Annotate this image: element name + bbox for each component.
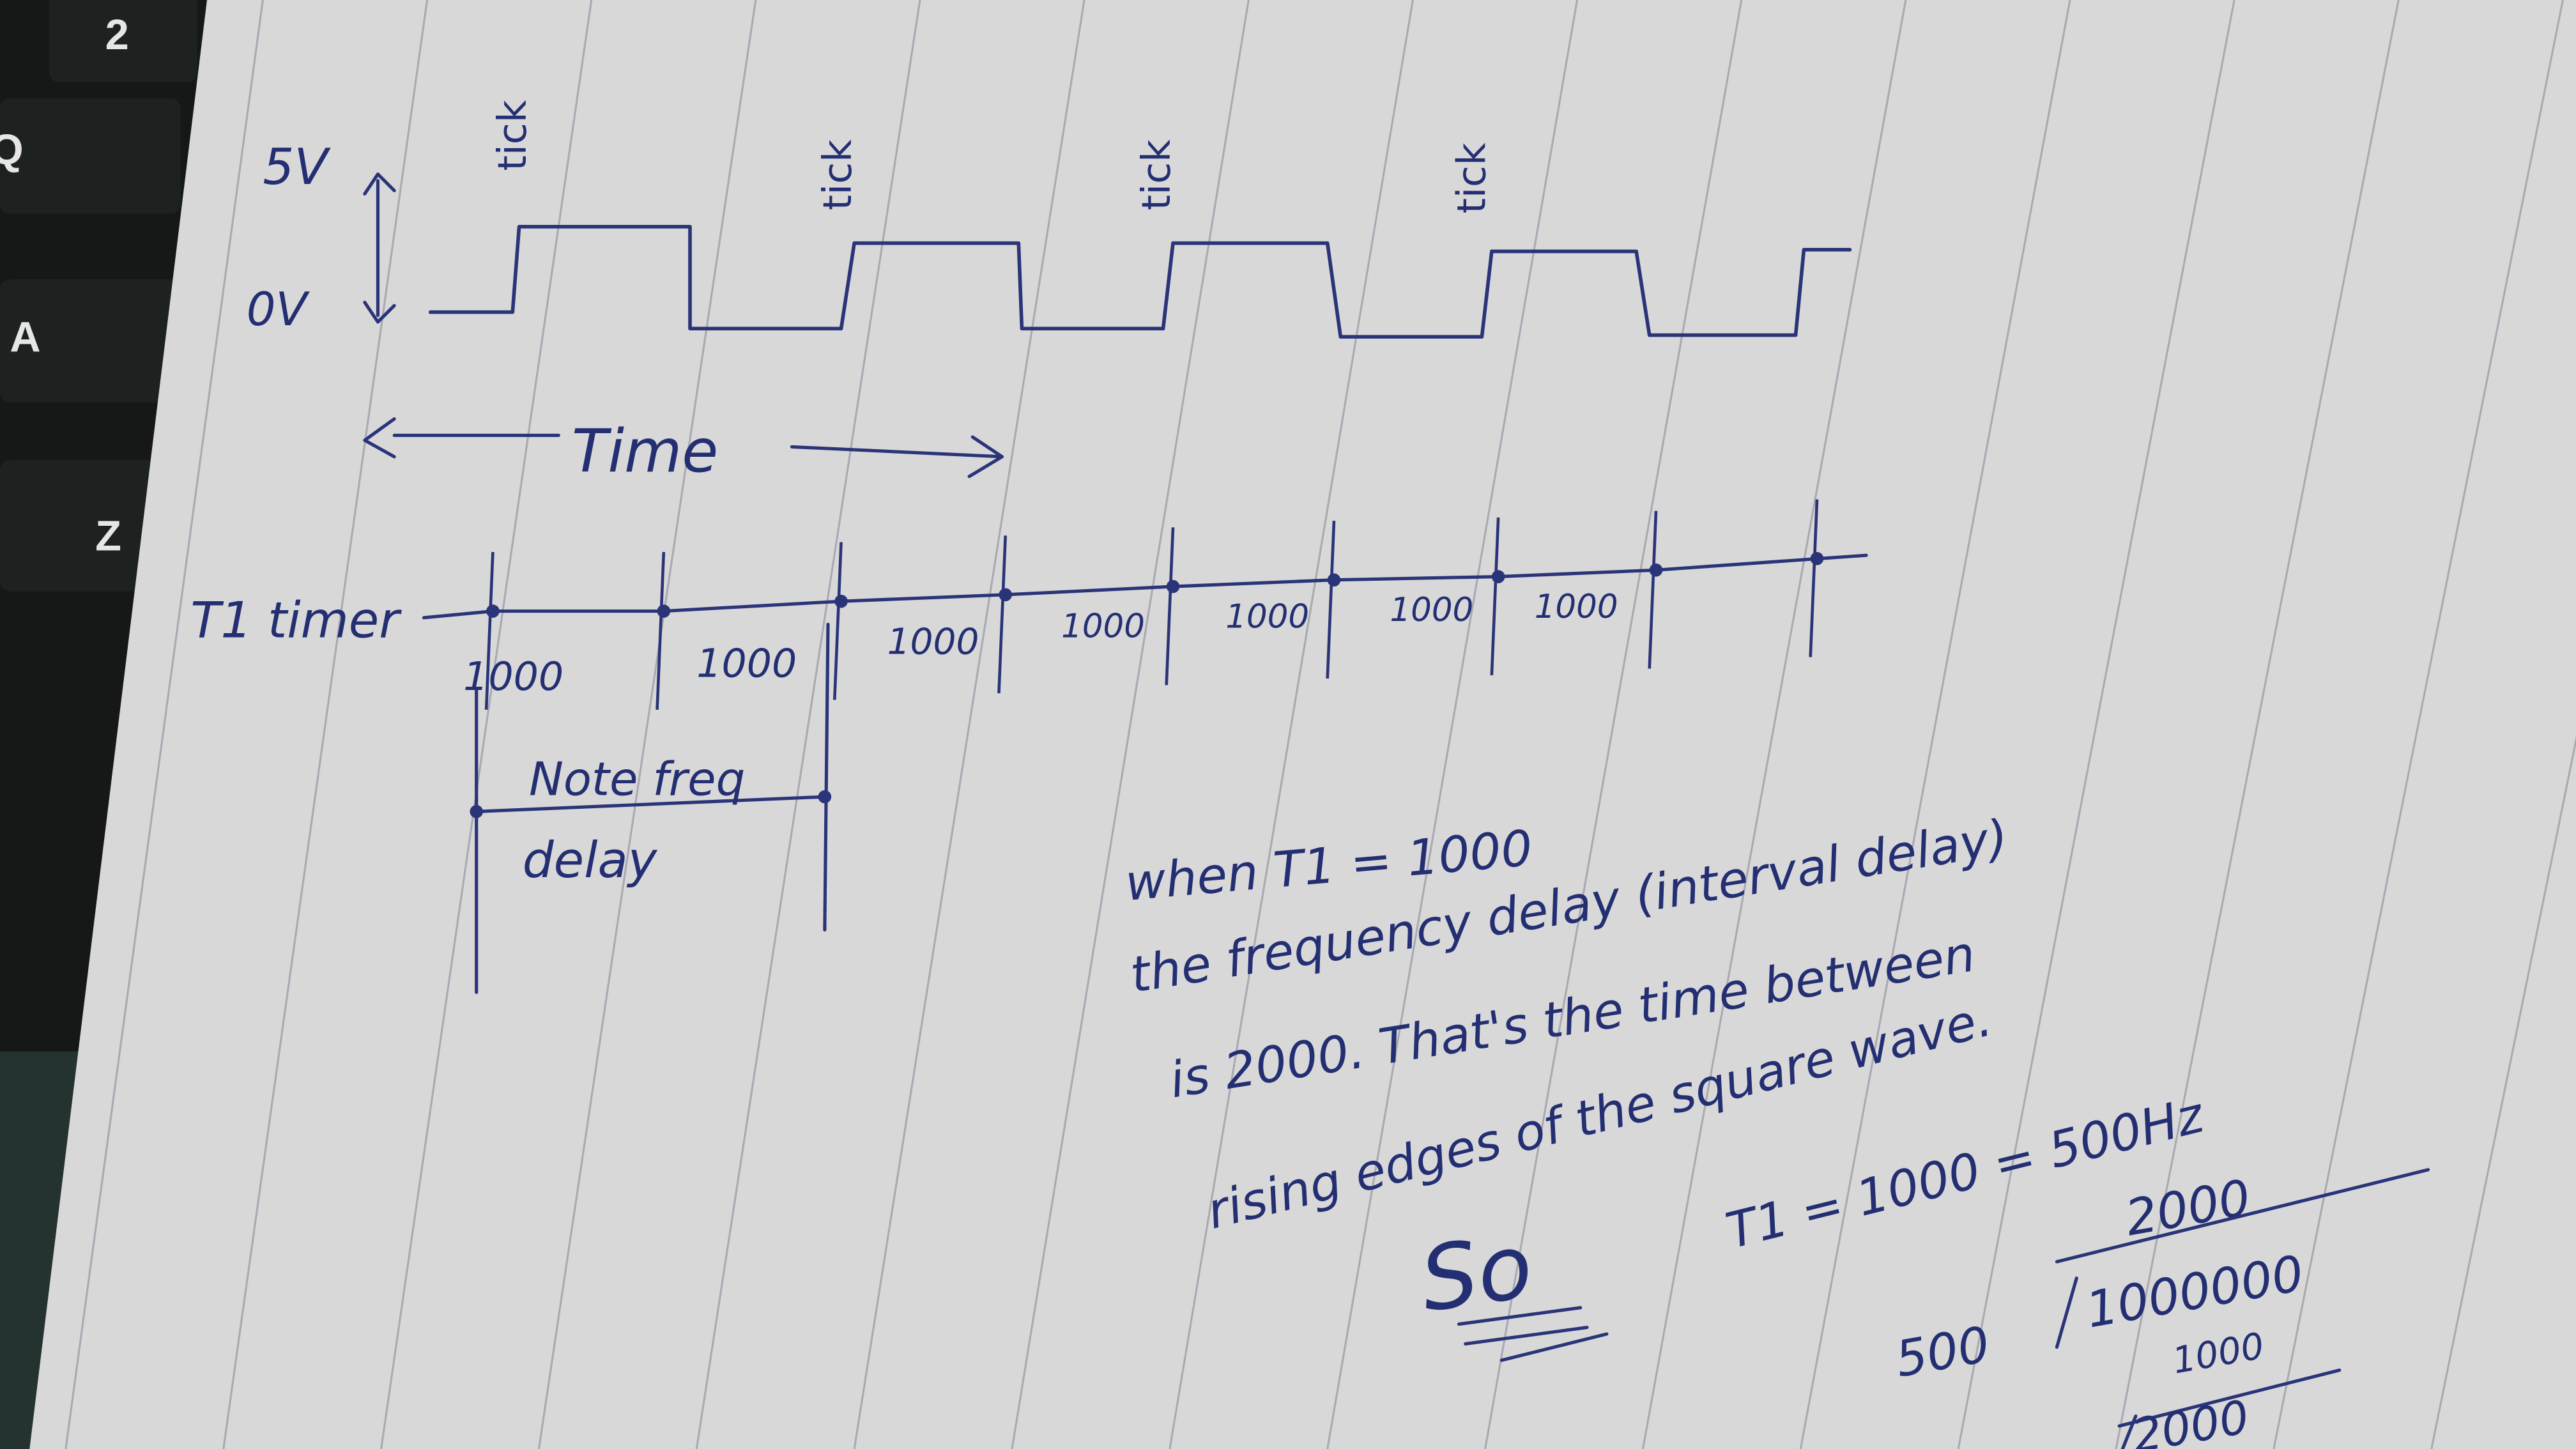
key-q: [0, 98, 181, 214]
so-label: So: [1414, 1214, 1538, 1332]
rule-line: [1326, 0, 1579, 1449]
rule-line: [1484, 0, 1743, 1449]
division-rule: [2117, 1368, 2342, 1449]
rule-line: [1957, 0, 2235, 1449]
notebook-page: [29, 0, 2576, 1449]
timer-value-7: 1000: [1535, 588, 1618, 626]
rule-line: [65, 0, 264, 1449]
so-underline: [1457, 1306, 1609, 1362]
timer-tick: [484, 551, 494, 710]
timer-value-6: 1000: [1390, 591, 1473, 629]
timer-label: T1 timer: [190, 592, 402, 650]
rule-line: [537, 0, 757, 1449]
timer-dot: [486, 604, 500, 618]
timer-dot: [657, 604, 671, 618]
note-freq-delay: Note freq delay: [470, 622, 832, 994]
note-freq-delay-bracket: [475, 622, 830, 994]
key-label-2: 2: [105, 11, 129, 59]
timer-tick: [832, 542, 843, 700]
timer-dot: [999, 588, 1012, 602]
note-freq-label: Note freq: [529, 753, 745, 806]
key-label-a: A: [10, 313, 40, 361]
timer-dot: [1166, 579, 1180, 594]
key-2: [49, 0, 197, 82]
key-label-z: Z: [95, 512, 121, 560]
timer-tick: [656, 551, 666, 710]
tick-label-4: tick: [1449, 142, 1495, 213]
timer-dot: [834, 594, 848, 608]
rule-line: [853, 0, 1085, 1449]
timer-marks: [484, 499, 1824, 710]
time-arrow-left: [363, 417, 560, 459]
timer-value-5: 1000: [1225, 597, 1309, 636]
tick-label-1: tick: [489, 100, 535, 171]
timer-segment-labels: 1000 1000 1000 1000 1000 1000 1000: [463, 588, 1618, 700]
timer-value-3: 1000: [887, 620, 979, 663]
rule-line: [1799, 0, 2071, 1449]
key-label-q: Q: [0, 126, 24, 174]
tick-labels: tick tick tick tick: [489, 100, 1495, 213]
tick-label-3: tick: [1133, 139, 1179, 210]
rule-line: [1641, 0, 1907, 1449]
timer-tick: [1490, 517, 1500, 675]
rule-line: [2115, 0, 2400, 1449]
time-arrow-right: [790, 435, 1004, 479]
timer-value-2: 1000: [696, 640, 797, 686]
square-wave-path: [428, 225, 1852, 339]
key-z: [0, 460, 181, 592]
label-0v: 0V: [247, 282, 310, 336]
timer-value-4: 1000: [1061, 608, 1145, 646]
division-bracket: [2055, 1168, 2430, 1349]
time-axis: Time: [363, 417, 1004, 486]
rule-line: [2430, 735, 2576, 1449]
rule-line: [2273, 0, 2564, 1449]
delay-label: delay: [523, 832, 658, 889]
timer-tick: [1326, 521, 1336, 679]
timer-tick: [1165, 527, 1175, 686]
voltage-arrow: [363, 172, 396, 324]
rule-line: [222, 0, 429, 1449]
timer-tick: [997, 535, 1008, 694]
rule-line: [380, 0, 593, 1449]
timer-dot: [1810, 552, 1824, 565]
timer-dot: [1649, 564, 1663, 577]
label-5v: 5V: [263, 139, 331, 196]
timer-dot: [1327, 573, 1341, 586]
timer-tick: [1809, 499, 1819, 657]
timer-dot: [1491, 570, 1505, 583]
timer-tick: [1648, 510, 1658, 669]
timer-axis: [422, 553, 1868, 620]
key-a: [0, 279, 181, 402]
bracket-dot-right: [818, 790, 832, 804]
rule-line: [1169, 0, 1414, 1449]
square-wave: 5V 0V: [247, 139, 1852, 339]
timer-value-1: 1000: [463, 654, 564, 700]
tick-label-2: tick: [815, 139, 861, 210]
time-label: Time: [572, 417, 718, 486]
timer-line: T1 timer 1000 1000 1000 1000 1000 1000 1…: [190, 499, 1868, 710]
bracket-dot-left: [470, 805, 483, 818]
